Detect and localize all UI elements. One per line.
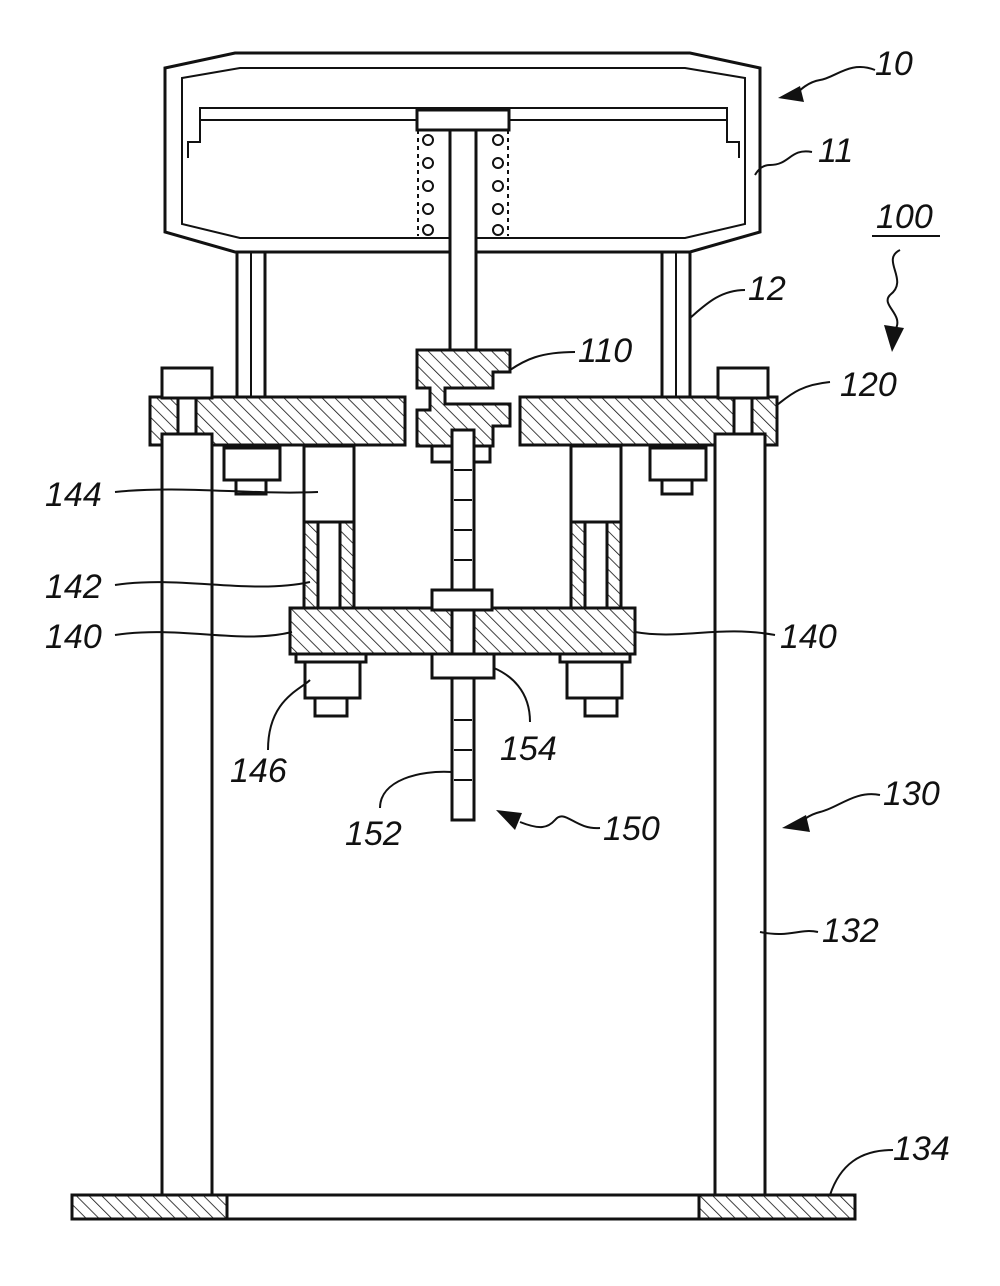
label-120: 120	[840, 366, 897, 404]
center-rod	[450, 130, 476, 362]
label-132: 132	[822, 912, 879, 950]
label-144: 144	[45, 476, 102, 514]
label-10: 10	[875, 45, 913, 83]
label-150: 150	[603, 810, 660, 848]
label-134: 134	[893, 1130, 950, 1168]
base-plate	[72, 1195, 855, 1219]
label-12: 12	[748, 270, 786, 308]
label-110: 110	[578, 332, 632, 370]
label-154: 154	[500, 730, 557, 768]
label-152: 152	[345, 815, 402, 853]
label-100: 100	[876, 198, 933, 236]
label-130: 130	[883, 775, 940, 813]
label-146: 146	[230, 752, 287, 790]
label-140-right: 140	[780, 618, 837, 656]
label-140-left: 140	[45, 618, 102, 656]
label-11: 11	[818, 132, 853, 170]
label-142: 142	[45, 568, 102, 606]
